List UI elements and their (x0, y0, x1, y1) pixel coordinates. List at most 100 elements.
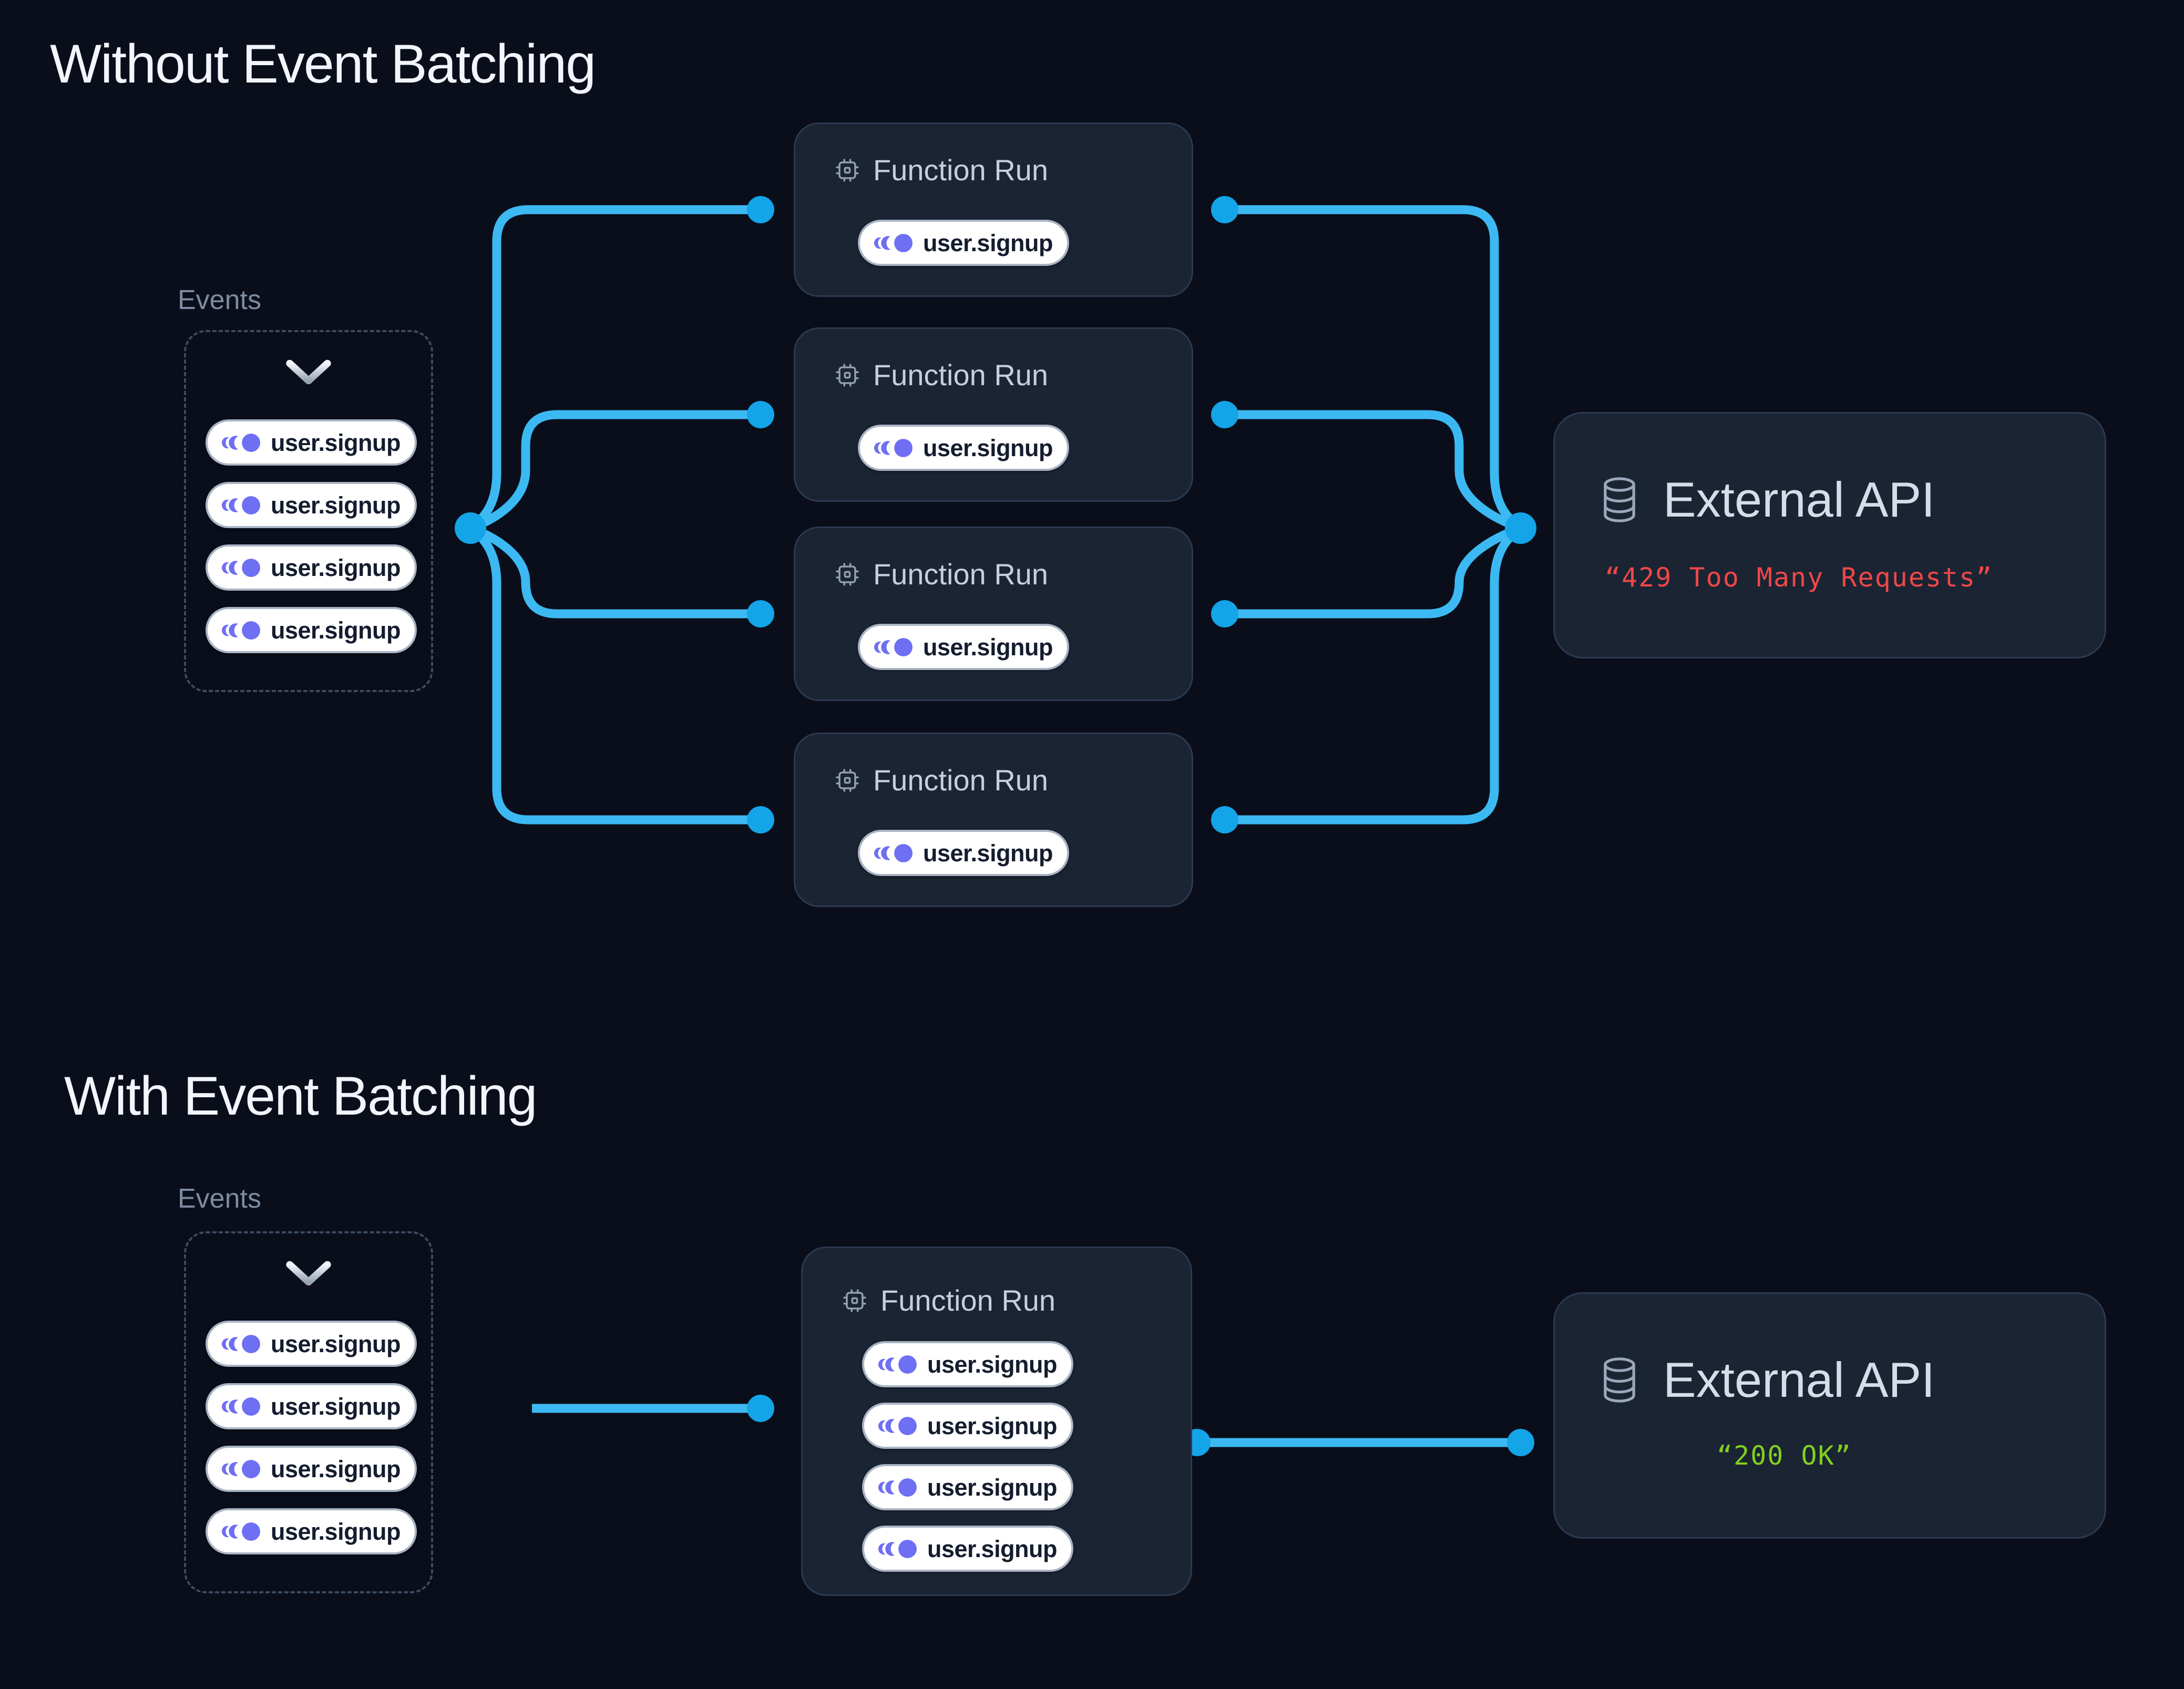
external-api-header: External API (1600, 475, 1935, 525)
flow-dot (747, 196, 774, 223)
flow-dot (747, 1395, 774, 1422)
function-run-header: Function Run (835, 560, 1048, 589)
event-stream-icon (874, 233, 912, 252)
cpu-icon (836, 159, 859, 182)
flow-dot (1211, 600, 1238, 627)
function-run-title: Function Run (873, 764, 1049, 797)
event-pill: user.signup (858, 624, 1069, 670)
section-title: With Event Batching (64, 1066, 537, 1127)
event-pill: user.signup (206, 544, 417, 591)
flow-line-merge-2 (1220, 410, 1525, 533)
flow-dot-hub-right (1505, 512, 1536, 544)
event-pill-label: user.signup (270, 429, 401, 456)
flow-line-merge-4 (1220, 523, 1525, 825)
flow-line-split-2 (466, 410, 765, 533)
external-api-card: External API “200 OK” (1553, 1292, 2106, 1539)
function-run-card: Function Run user.signup (794, 733, 1193, 907)
event-pill-label: user.signup (922, 633, 1053, 661)
event-stream-icon (878, 1355, 917, 1374)
function-run-title: Function Run (880, 1284, 1056, 1317)
flow-line-merge-3 (1220, 523, 1525, 619)
event-pill: user.signup (206, 1446, 417, 1492)
event-pill-label: user.signup (927, 1474, 1058, 1501)
flow-line-merge-1 (1220, 205, 1525, 533)
event-stream-icon (878, 1478, 917, 1497)
function-run-card: Function Run user.signup (794, 527, 1193, 701)
flow-dot (1211, 806, 1238, 833)
database-icon (1600, 475, 1639, 525)
event-pill-label: user.signup (922, 434, 1053, 461)
events-box: user.signup user.signup user.signup user… (184, 330, 433, 692)
event-pill-label: user.signup (270, 1455, 401, 1482)
flow-dot (1507, 1429, 1534, 1456)
event-pill: user.signup (206, 1508, 417, 1554)
event-stream-icon (221, 558, 260, 577)
event-stream-icon (874, 637, 912, 656)
event-pill: user.signup (206, 1321, 417, 1367)
event-stream-icon (874, 438, 912, 457)
event-stream-icon (221, 496, 260, 514)
event-pill-label: user.signup (270, 1393, 401, 1420)
event-pill: user.signup (858, 425, 1069, 471)
external-api-card: External API “429 Too Many Requests” (1553, 412, 2106, 658)
flow-line-split-4 (466, 523, 765, 825)
api-response-success: “200 OK” (1717, 1440, 1852, 1471)
function-run-header: Function Run (835, 156, 1048, 185)
event-pill: user.signup (206, 1383, 417, 1429)
function-run-header: Function Run (835, 766, 1048, 795)
event-stream-icon (878, 1416, 917, 1435)
event-stream-icon (221, 1522, 260, 1541)
events-box: user.signup user.signup user.signup user… (184, 1231, 433, 1593)
database-icon (1600, 1355, 1639, 1405)
function-run-header: Function Run (835, 361, 1048, 390)
chevron-down-icon (286, 359, 331, 385)
event-pill: user.signup (858, 830, 1069, 876)
event-pill: user.signup (858, 220, 1069, 266)
flow-dot-hub-left (455, 512, 486, 544)
flow-dot (747, 401, 774, 428)
event-pill-label: user.signup (927, 1351, 1058, 1378)
function-run-card-batched: Function Run user.signup user.signup use… (801, 1247, 1192, 1596)
event-pill-label: user.signup (922, 229, 1053, 256)
event-pill: user.signup (206, 419, 417, 466)
external-api-title: External API (1663, 1352, 1935, 1407)
flow-dot (1211, 196, 1238, 223)
flow-dot (747, 600, 774, 627)
event-pill-label: user.signup (927, 1412, 1058, 1439)
event-pill: user.signup (862, 1526, 1073, 1572)
event-stream-icon (221, 1397, 260, 1416)
function-run-title: Function Run (873, 358, 1049, 392)
external-api-title: External API (1663, 472, 1935, 527)
flow-dot (747, 806, 774, 833)
event-pill: user.signup (862, 1341, 1073, 1387)
function-run-card: Function Run user.signup (794, 327, 1193, 502)
event-pill: user.signup (206, 482, 417, 528)
event-pill: user.signup (862, 1403, 1073, 1449)
event-pill-label: user.signup (270, 1518, 401, 1545)
event-pill-label: user.signup (270, 491, 401, 519)
external-api-header: External API (1600, 1355, 1935, 1405)
event-stream-icon (221, 1334, 260, 1353)
event-stream-icon (221, 433, 260, 452)
event-stream-icon (874, 843, 912, 862)
api-response-error: “429 Too Many Requests” (1605, 562, 1993, 593)
event-pill: user.signup (862, 1464, 1073, 1510)
event-stream-icon (221, 1459, 260, 1478)
event-pill-label: user.signup (927, 1535, 1058, 1562)
event-pill-label: user.signup (270, 554, 401, 581)
event-stream-icon (221, 621, 260, 640)
function-run-title: Function Run (873, 153, 1049, 187)
flow-dot (1211, 401, 1238, 428)
cpu-icon (836, 769, 859, 792)
event-stream-icon (878, 1539, 917, 1558)
flow-line-split-1 (466, 205, 765, 533)
function-run-header: Function Run (843, 1286, 1055, 1315)
function-run-title: Function Run (873, 558, 1049, 591)
section-title: Without Event Batching (50, 34, 596, 95)
event-pill-label: user.signup (922, 839, 1053, 867)
cpu-icon (843, 1289, 866, 1312)
function-run-card: Function Run user.signup (794, 122, 1193, 297)
chevron-down-icon (286, 1261, 331, 1286)
events-label: Events (178, 285, 261, 315)
